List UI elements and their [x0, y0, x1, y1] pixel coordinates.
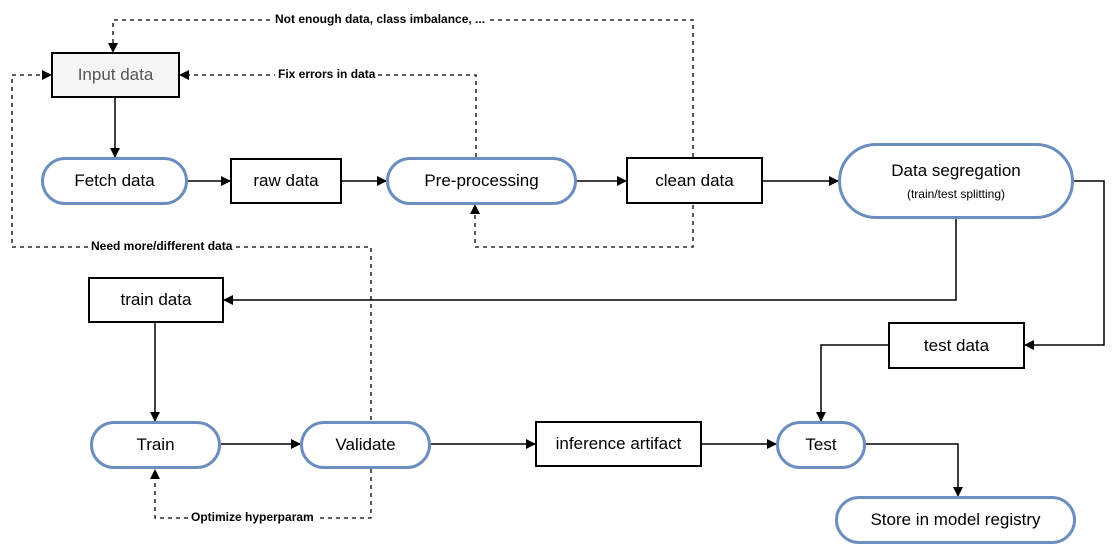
train-data-node: train data: [88, 277, 224, 323]
fetch-data-node: Fetch data: [41, 157, 188, 205]
edge-segregation-to-train-data: [223, 219, 957, 305]
edge-label-optimize-hyperparam: Optimize hyperparam: [188, 510, 317, 524]
feedback-need-more-data: [11, 70, 372, 420]
feedback-not-enough-data: [108, 19, 694, 157]
validate-node: Validate: [300, 421, 431, 469]
store-registry-node: Store in model registry: [835, 496, 1076, 544]
feedback-clean-to-preprocessing: [470, 204, 694, 248]
test-data-node: test data: [888, 322, 1025, 369]
edge-label-fix-errors: Fix errors in data: [275, 67, 379, 81]
edge-label-need-more-data: Need more/different data: [88, 239, 236, 253]
feedback-optimize-hyperparam: [150, 469, 372, 519]
data-segregation-title: Data segregation: [891, 161, 1021, 180]
data-segregation-subtitle: (train/test splitting): [906, 187, 1006, 201]
data-segregation-node: Data segregation (train/test splitting): [838, 143, 1074, 219]
clean-data-node: clean data: [626, 157, 763, 204]
feedback-fix-errors: [179, 70, 477, 157]
input-data-node: Input data: [51, 52, 180, 98]
test-node: Test: [776, 421, 866, 469]
raw-data-node: raw data: [230, 158, 342, 204]
edge-label-not-enough-data: Not enough data, class imbalance, ...: [272, 12, 489, 26]
inference-artifact-node: inference artifact: [535, 421, 702, 467]
edge-test-to-registry: [866, 443, 963, 497]
edge-test-data-to-test: [816, 344, 888, 422]
pre-processing-node: Pre-processing: [386, 157, 577, 205]
train-node: Train: [90, 421, 221, 469]
edge-segregation-to-test-data: [1024, 180, 1105, 350]
